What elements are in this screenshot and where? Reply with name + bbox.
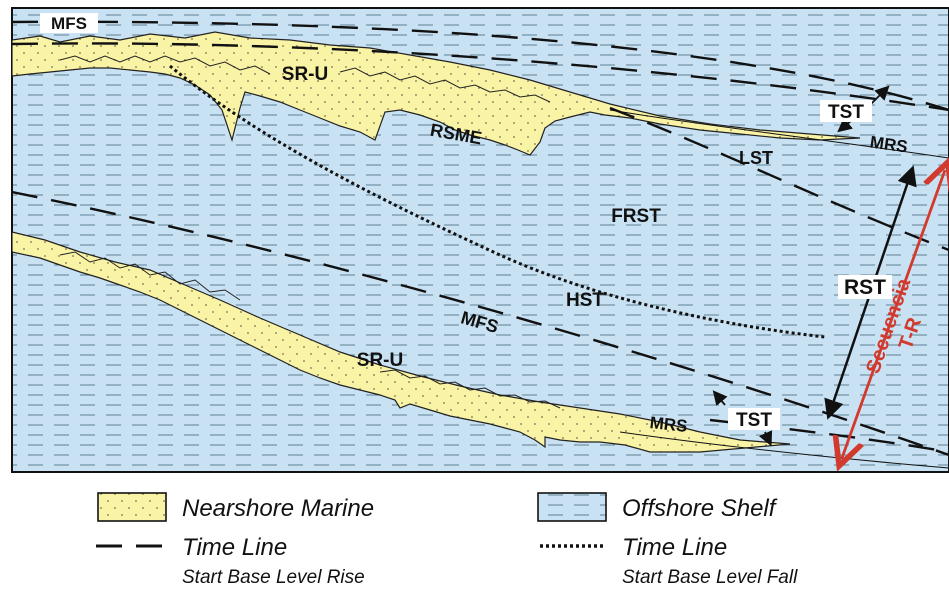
timeline-lst-frst bbox=[609, 106, 949, 252]
lower-internal-line bbox=[59, 251, 241, 301]
label-tst-upper: TST bbox=[828, 102, 864, 123]
legend-timeline-rise-sub: Start Base Level Rise bbox=[182, 567, 365, 588]
tst-lower-arrow-bottom bbox=[758, 430, 773, 447]
label-frst: FRST bbox=[611, 206, 661, 227]
legend-timeline-fall-label: Time Line bbox=[622, 534, 727, 561]
sequence-tr-arrow bbox=[842, 170, 945, 458]
legend-nearshore-label: Nearshore Marine bbox=[182, 495, 374, 522]
timeline-mfs-lower bbox=[12, 190, 949, 457]
surface-mrs-upper bbox=[609, 109, 949, 159]
rst-halo bbox=[838, 275, 892, 299]
tst-upper-halo bbox=[820, 100, 872, 122]
label-tst-lower: TST bbox=[736, 410, 772, 431]
label-hst: HST bbox=[566, 290, 604, 311]
legend-offshore-label: Offshore Shelf bbox=[622, 495, 778, 522]
legend-nearshore-swatch bbox=[97, 492, 167, 522]
label-rst: RST bbox=[844, 276, 886, 299]
label-mfs-top: MFS bbox=[51, 14, 87, 33]
legend-timeline-rise-label: Time Line bbox=[182, 534, 287, 561]
label-sru-upper: SR-U bbox=[282, 64, 328, 85]
lower-nearshore-body bbox=[12, 231, 791, 453]
upper-internal-line-2 bbox=[339, 67, 551, 103]
timeline-mfs-top bbox=[12, 20, 949, 112]
tst-upper-arrow-top bbox=[869, 85, 890, 106]
label-mrs-lower: MRS bbox=[649, 413, 689, 436]
label-sru-lower: SR-U bbox=[357, 350, 403, 371]
lower-internal-line-2 bbox=[379, 369, 561, 409]
label-lst: LST bbox=[739, 148, 773, 168]
legend-timeline-fall-sub: Start Base Level Fall bbox=[622, 567, 798, 588]
tst-lower-halo bbox=[728, 408, 780, 430]
mfs-top-halo bbox=[40, 13, 98, 33]
tst-lower-arrow-top bbox=[712, 390, 728, 406]
legend-offshore-swatch bbox=[537, 492, 607, 522]
upper-internal-line bbox=[59, 55, 271, 75]
